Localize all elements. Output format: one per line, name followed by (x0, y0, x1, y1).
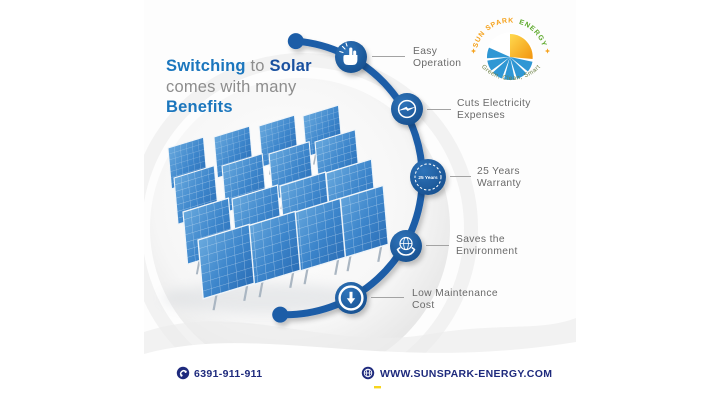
benefit-text: Expenses (457, 109, 506, 121)
benefit-label-easy-operation: Easy Operation (413, 46, 461, 69)
benefit-label-low-maintenance: Low Maintenance Cost (412, 288, 498, 311)
phone-number: 6391-911-911 (194, 368, 263, 380)
logo-ray-wedges (486, 47, 533, 81)
connector-line (427, 108, 451, 110)
benefit-label-warranty: 25 Years Warranty (477, 166, 521, 189)
title-mid: to (250, 57, 265, 75)
title-line2: comes with many (166, 77, 297, 96)
globe-icon (361, 366, 375, 380)
connector-line (371, 297, 404, 299)
title-highlight: Solar (269, 57, 312, 75)
decor-wave-white (144, 342, 576, 405)
title-line3: Benefits (166, 98, 233, 116)
benefit-text: Warranty (477, 177, 522, 189)
arc-end-dot (272, 306, 289, 323)
down-arrow-shield-icon (335, 282, 367, 314)
phone-icon (176, 366, 190, 380)
website-url: WWW.SUNSPARK-ENERGY.COM (380, 368, 553, 380)
connector-line (450, 176, 471, 178)
poster-title: Switching to Solar comes with many Benef… (166, 56, 312, 118)
arc-start-dot (287, 33, 304, 50)
benefit-text: 25 Years (477, 166, 520, 177)
lightning-circle-icon (391, 93, 423, 125)
yellow-accent-mark (374, 386, 381, 389)
benefit-text: Low Maintenance (412, 288, 498, 299)
title-line1: Switching to Solar (166, 56, 312, 77)
benefit-text: Operation (413, 57, 462, 69)
logo-sun-quadrant (510, 34, 533, 59)
benefit-text: Environment (456, 245, 518, 257)
benefit-text: Easy (413, 46, 438, 57)
benefit-text: Saves the (456, 234, 505, 245)
benefit-text: Cost (412, 299, 435, 311)
benefit-text: Cuts Electricity (457, 98, 531, 109)
logo-star-left-icon (470, 48, 477, 54)
warranty-badge-text: 25 Years (418, 175, 438, 181)
benefit-label-environment: Saves the Environment (456, 234, 518, 257)
warranty-badge-icon: 25 Years (410, 159, 446, 195)
logo-star-right-icon (544, 48, 551, 54)
connector-line (426, 245, 449, 247)
connector-line (372, 56, 405, 58)
title-lead: Switching (166, 57, 246, 75)
benefit-label-cuts-electricity: Cuts Electricity Expenses (457, 98, 531, 121)
tap-hand-icon (335, 41, 367, 73)
hands-globe-icon (390, 230, 422, 262)
